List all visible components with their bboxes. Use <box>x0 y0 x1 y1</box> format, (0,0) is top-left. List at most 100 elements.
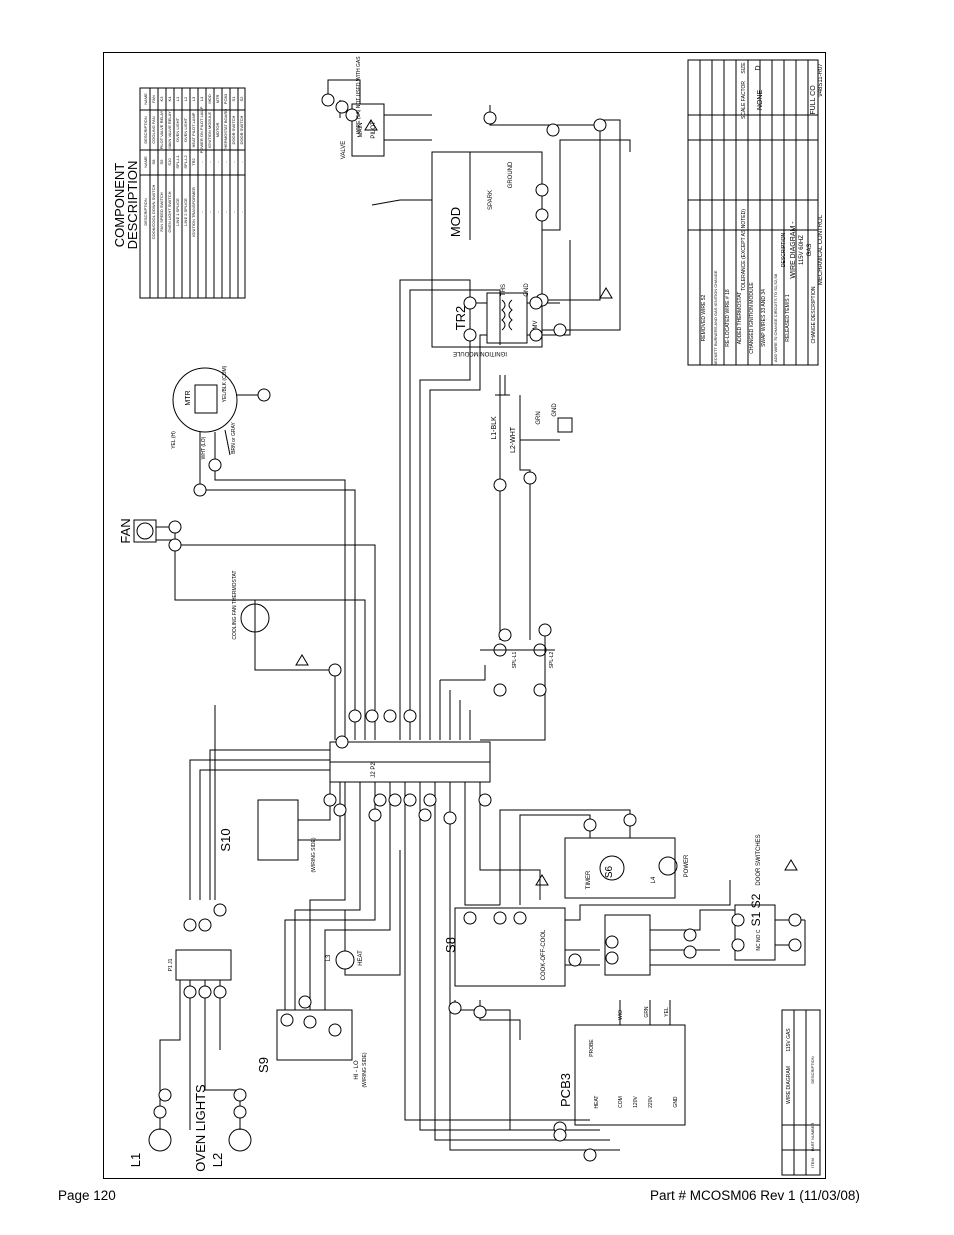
pb-part-number: PART NUMBER <box>810 1123 815 1152</box>
tb-mechanical: MECHANICAL CONTROL <box>818 214 824 285</box>
power-label: POWER <box>684 854 690 877</box>
s1-s2-label: S1 S2 <box>749 893 763 926</box>
timer-box <box>564 837 676 899</box>
oven-light-l1 <box>148 1128 172 1152</box>
tb-size: SIZE <box>741 62 747 74</box>
gnd-label: GND <box>524 283 530 297</box>
l4-label: L4 <box>651 876 657 883</box>
s8-label: S8 <box>443 937 458 953</box>
thermostat-board-pcb3 <box>574 1024 686 1126</box>
fan-box <box>133 519 157 543</box>
connector-p1-j1 <box>175 949 232 981</box>
hi-lo-label: HI - LO <box>354 1060 360 1080</box>
component-subtitle: DESCRIPTION <box>125 161 140 250</box>
table-cell: L2 <box>183 96 188 101</box>
connector-p3-j3 <box>604 914 651 976</box>
table-cell: - <box>231 211 236 213</box>
spl-l1-label: SPL-L1 <box>512 651 518 668</box>
valve-label: VALVE <box>341 141 347 159</box>
s10-label: S10 <box>218 828 233 851</box>
heat-terminal-label: HEAT <box>594 1096 600 1109</box>
table-cell: S1 <box>231 96 236 102</box>
spl-l2-label: SPL-L2 <box>549 651 555 668</box>
table-cell: - <box>239 211 244 213</box>
table-cell: K3 <box>159 96 164 102</box>
mtr-label: MTR <box>185 390 192 405</box>
table-cell: COOLING FAN <box>151 116 156 143</box>
l3-label: L3 <box>326 954 332 961</box>
valve-block <box>351 103 385 157</box>
brn-gray-label: BRN or GRAY <box>231 422 237 454</box>
table-cell: OVEN LIGHT <box>175 117 180 142</box>
spark-label: SPARK <box>488 190 494 210</box>
cooling-fan-thermostat-label: COOLING FAN THERMOSTAT <box>232 570 238 639</box>
table-cell: S8 <box>151 159 156 165</box>
table-cell: - <box>207 161 212 163</box>
table-cell: PCB3 <box>223 93 228 104</box>
table-cell: - <box>199 161 204 163</box>
tb-change-description: CHANGE DESCRIPTION <box>811 286 817 343</box>
table-cell: IGNITION MODULE <box>207 112 212 148</box>
pb-item: ITEM <box>810 1158 815 1168</box>
table-cell: POWER ON PILOT LAMP <box>199 106 204 153</box>
table-cell: - <box>215 211 220 213</box>
tb-hz: 115V 60HZ <box>799 235 805 265</box>
table-cell: - <box>239 161 244 163</box>
tb-size-val: D <box>755 65 762 70</box>
table-cell: COOK/COOL DOWN SWITCH <box>151 185 156 240</box>
p1j1-label: P1 J1 <box>168 958 174 971</box>
table-cell: - <box>223 161 228 163</box>
table-header-cell: NAME <box>143 93 148 105</box>
heat-label: HEAT <box>358 950 364 966</box>
ignition-module-box <box>431 151 543 348</box>
table-cell: IGNITION TRANSFORMER <box>191 187 196 237</box>
table-cell: HEAT PILOT LAMP <box>191 112 196 147</box>
door-switches <box>734 904 776 961</box>
component-table <box>139 87 246 299</box>
rev-item-4: CHANGED IGNITION MODULE <box>749 282 755 354</box>
table-cell: - <box>231 161 236 163</box>
switch-s9 <box>276 1009 353 1061</box>
component-table-text: NAMEDESCRIPTIONNAMEDESCRIPTIONFANCOOLING… <box>143 93 244 239</box>
timer-s6 <box>599 855 625 881</box>
switch-s8 <box>454 907 566 987</box>
door-switches-label: DOOR SWITCHES <box>756 834 762 885</box>
l1-blk-label: L1-BLK <box>491 416 498 440</box>
page-number: Page 120 <box>58 1188 116 1203</box>
parts-block <box>781 1009 821 1176</box>
motor-circle <box>172 367 238 433</box>
drawing-frame <box>103 52 826 1179</box>
grn-label: GRN <box>536 411 542 424</box>
com-terminal-label: COM <box>618 1096 624 1108</box>
ths-label: THS <box>501 284 507 296</box>
table-cell: S9 <box>159 159 164 165</box>
tb-wire-diagram: WIRE DIAGRAM - <box>790 221 797 279</box>
table-cell: TR2 <box>191 157 196 165</box>
table-cell: PILOT VALVE RELAY <box>159 110 164 149</box>
main-label: MAIN <box>358 123 364 138</box>
mod-label: MOD <box>448 207 463 237</box>
table-cell: SPL-L2 <box>183 155 188 169</box>
tb-tolerance: TOLERANCE (EXCEPT AS NOTED) <box>741 209 747 291</box>
labels: COMPONENT DESCRIPTION MOD IGNITION MODUL… <box>112 56 824 1172</box>
rev-item-5: SWAP WIRES 33 AND 34 <box>761 289 767 347</box>
timer-label: TIMER <box>586 870 592 889</box>
cook-off-cool-label: COOK-OFF-COOL <box>541 929 547 980</box>
table-cell: DOOR SWITCH <box>231 115 236 144</box>
rev-item-7: RELEASED TEM/S 1 <box>785 294 791 342</box>
probe-label: PROBE <box>589 1039 595 1057</box>
warning-icons <box>295 119 798 886</box>
s9-label: S9 <box>256 1057 271 1073</box>
tb-gas: GAS <box>807 244 813 257</box>
table-cell: FAN <box>151 95 156 103</box>
tb-file: 948S11-R07 <box>818 63 824 97</box>
table-cell: MTR <box>215 95 220 104</box>
table-cell: L1 <box>175 96 180 101</box>
table-cell: LINE 2 SPLICE <box>183 198 188 226</box>
s9-wiring-side: (WIRING SIDE) <box>362 1052 368 1087</box>
pb-description: DESCRIPTION <box>810 1056 815 1083</box>
table-cell: - <box>199 211 204 213</box>
table-cell: MOD <box>207 94 212 103</box>
l1-label: L1 <box>128 1153 143 1167</box>
